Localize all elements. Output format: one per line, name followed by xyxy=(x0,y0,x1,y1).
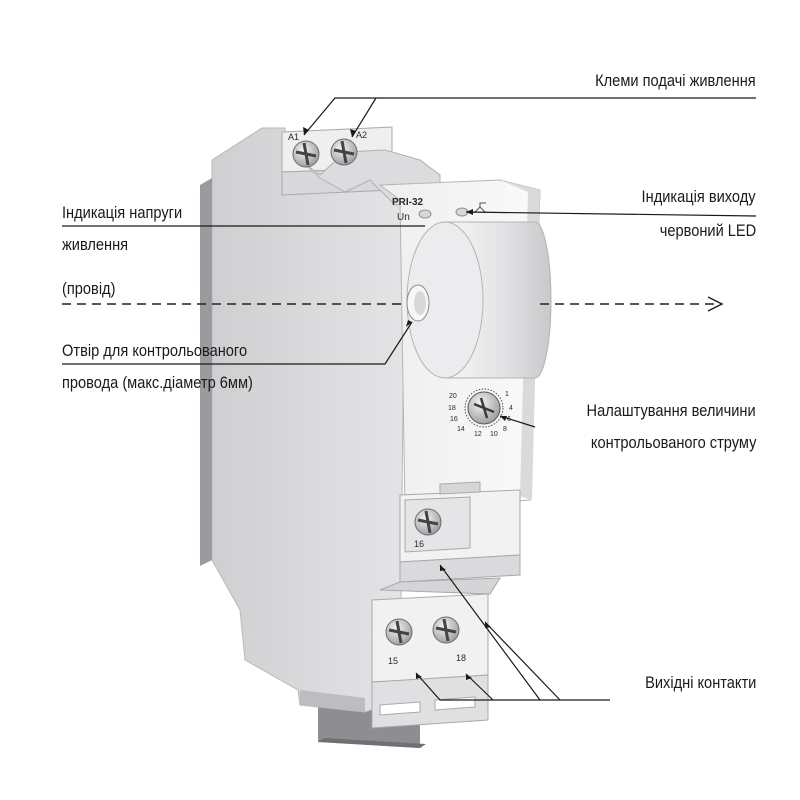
wire-hole xyxy=(406,284,430,322)
terminal-15-label: 15 xyxy=(388,656,398,666)
output-contacts-callout: Вихідні контакти xyxy=(644,673,756,692)
terminal-a2-label: A2 xyxy=(356,130,367,140)
terminal-15-18-block xyxy=(371,577,501,729)
dial-scale-8: 8 xyxy=(503,426,507,433)
leader-output-contacts-top xyxy=(484,621,561,701)
leader-output-contacts-15 xyxy=(415,672,610,701)
terminal-a1-screw xyxy=(292,140,320,168)
supply-led xyxy=(418,209,432,219)
power-terminals-callout: Клеми подачі живлення xyxy=(595,71,756,90)
terminal-a1-label: A1 xyxy=(288,132,299,142)
output-indication-callout-line2: червоний LED xyxy=(659,221,756,240)
dial-scale-14: 14 xyxy=(457,426,465,433)
leader-power-terminals-a1 xyxy=(303,97,756,136)
terminal-16-screw xyxy=(414,508,442,536)
dial-scale-6: 6 xyxy=(507,416,511,423)
terminal-a2-screw xyxy=(330,138,358,166)
wire-hole-callout-line1: Отвір для контрольованого xyxy=(62,341,248,360)
wire-hole-callout-line2: провода (макс.діаметр 6мм) xyxy=(62,373,253,392)
current-setting-dial xyxy=(464,388,504,428)
terminal-18-screw xyxy=(432,616,460,644)
wire-label: (провід) xyxy=(62,279,116,298)
dial-scale-12: 12 xyxy=(474,431,482,438)
dial-scale-20: 20 xyxy=(449,393,457,400)
dial-scale-4: 4 xyxy=(509,405,513,412)
terminal-15-screw xyxy=(385,618,413,646)
leader-wire-hole xyxy=(62,321,413,365)
output-indication-callout-line1: Індикація виходу xyxy=(641,187,756,206)
supply-indication-callout-line2: живлення xyxy=(62,235,129,254)
leader-output-indication xyxy=(465,211,757,217)
model-label: PRI-32 xyxy=(392,197,424,208)
dial-scale-18: 18 xyxy=(448,405,456,412)
dial-scale-16: 16 xyxy=(450,416,458,423)
current-transformer xyxy=(406,221,552,379)
leader-output-contacts-16 xyxy=(439,564,541,701)
terminal-16-label: 16 xyxy=(414,539,424,549)
un-label: Un xyxy=(397,212,410,223)
current-setting-callout-line1: Налаштування величини xyxy=(586,401,756,420)
dial-scale-10: 10 xyxy=(490,431,498,438)
dial-scale-1: 1 xyxy=(505,391,509,398)
supply-indication-callout-line1: Індикація напруги xyxy=(62,203,183,222)
current-setting-callout-line2: контрольованого струму xyxy=(590,433,756,452)
terminal-18-label: 18 xyxy=(456,653,466,663)
leader-power-terminals-a2 xyxy=(351,97,377,138)
wire-path-arrow xyxy=(62,296,724,312)
relay-symbol-icon xyxy=(473,202,487,214)
terminal-16-block xyxy=(399,481,521,583)
